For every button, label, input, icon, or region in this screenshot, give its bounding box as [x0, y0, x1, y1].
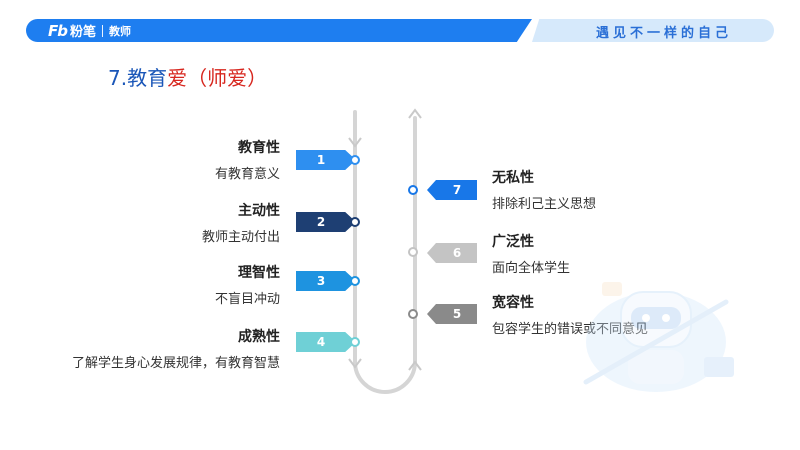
track-node-4	[350, 337, 360, 347]
track-node-2	[350, 217, 360, 227]
logo-name: 粉笔	[69, 25, 96, 40]
item-desc: 了解学生身心发展规律，有教育智慧	[71, 356, 280, 371]
track-node-6	[408, 247, 418, 257]
item-desc: 教师主动付出	[201, 230, 280, 245]
logo-subtitle: 教师	[109, 24, 131, 38]
item-mature: 成熟性 了解学生身心发展规律，有教育智慧	[30, 326, 280, 371]
header-bar	[26, 19, 532, 42]
item-desc: 有教育意义	[214, 167, 280, 182]
logo-divider	[102, 24, 103, 37]
item-name: 教育性	[238, 140, 280, 156]
item-name: 广泛性	[492, 234, 534, 250]
step-tag-3: 3	[296, 271, 356, 291]
item-selfless: 无私性 排除利己主义思想	[492, 167, 742, 212]
track-node-3	[350, 276, 360, 286]
mascot-illustration	[583, 282, 734, 392]
logo-mark: Fb	[48, 21, 68, 40]
item-desc: 包容学生的错误或不同意见	[492, 322, 649, 337]
slogan: 遇见不一样的自己	[596, 26, 733, 41]
track-node-1	[350, 155, 360, 165]
item-tolerant: 宽容性 包容学生的错误或不同意见	[492, 292, 742, 337]
brand-logo: Fb 粉笔 教师	[48, 21, 131, 41]
item-desc: 面向全体学生	[492, 261, 571, 276]
item-name: 成熟性	[238, 329, 280, 345]
item-name: 理智性	[238, 265, 280, 281]
track-node-5	[408, 309, 418, 319]
item-name: 无私性	[492, 170, 534, 186]
title-highlight: 爱（师爱）	[167, 66, 268, 90]
step-tag-4: 4	[296, 332, 356, 352]
step-tag-7: 7	[427, 180, 477, 200]
item-desc: 排除利己主义思想	[492, 197, 597, 212]
item-name: 宽容性	[492, 295, 534, 311]
track-node-7	[408, 185, 418, 195]
step-tag-1: 1	[296, 150, 356, 170]
item-educational: 教育性 有教育意义	[150, 137, 280, 182]
item-proactive: 主动性 教师主动付出	[150, 200, 280, 245]
item-desc: 不盲目冲动	[214, 292, 280, 307]
step-tag-6: 6	[427, 243, 477, 263]
item-name: 主动性	[238, 203, 280, 219]
step-tag-2: 2	[296, 212, 356, 232]
step-tag-5: 5	[427, 304, 477, 324]
item-rational: 理智性 不盲目冲动	[150, 262, 280, 307]
item-broad: 广泛性 面向全体学生	[492, 231, 742, 276]
title-prefix: 7.教育	[108, 66, 168, 90]
header-slogan-bar	[532, 19, 774, 42]
page-title: 7.教育爱（师爱）	[108, 62, 267, 91]
